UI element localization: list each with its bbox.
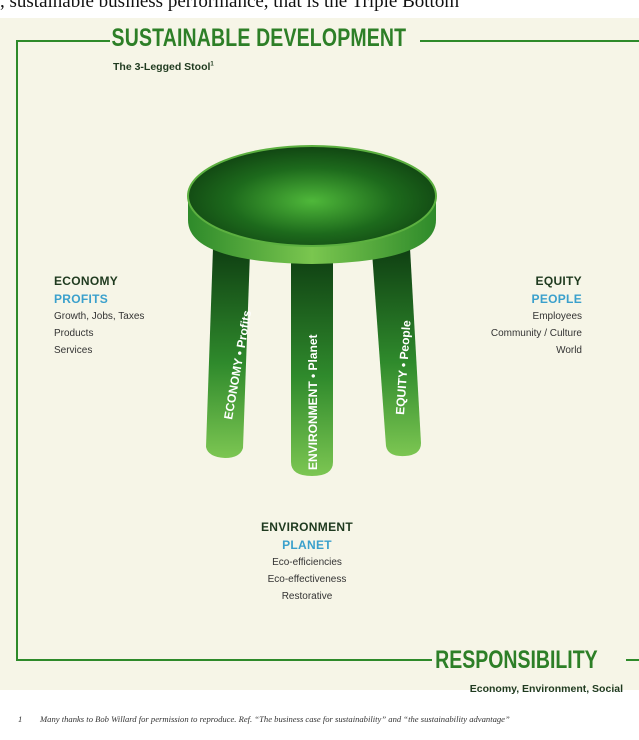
frame-top-line-right: [420, 40, 639, 42]
diagram-title: SUSTAINABLE DEVELOPMENT: [110, 24, 408, 53]
economy-heading: ECONOMY: [54, 274, 119, 288]
footnote-text: Many thanks to Bob Willard for permissio…: [40, 714, 510, 724]
economy-item: Products: [54, 328, 94, 339]
header-text: , sustainable business performance, that…: [0, 0, 460, 12]
footnote: 1 Many thanks to Bob Willard for permissi…: [18, 714, 638, 724]
leg-right-label: EQUITY • People: [393, 319, 414, 415]
leg-middle: [291, 255, 333, 476]
economy-subheading: PROFITS: [54, 292, 109, 306]
equity-item: Employees: [532, 311, 582, 322]
responsibility-title: RESPONSIBILITY: [432, 646, 601, 675]
frame-bottom-line: [16, 659, 436, 661]
equity-item: Community / Culture: [490, 328, 582, 339]
environment-subheading: PLANET: [282, 538, 332, 552]
frame-top-line-left: [16, 40, 116, 42]
environment-item: Eco-efficiencies: [272, 557, 342, 568]
leg-right: [372, 248, 421, 457]
frame-bottom-line-right: [626, 659, 639, 661]
environment-item: Restorative: [281, 591, 333, 602]
equity-heading: EQUITY: [535, 274, 582, 288]
responsibility-subtitle: Economy, Environment, Social: [469, 683, 623, 695]
equity-item: World: [556, 345, 582, 356]
environment-heading: ENVIRONMENT: [261, 520, 353, 534]
environment-block: ENVIRONMENT PLANET Eco-efficiencies Eco-…: [232, 518, 382, 605]
leg-middle-label: ENVIRONMENT • Planet: [306, 334, 320, 470]
seat-top: [188, 146, 436, 246]
economy-item: Growth, Jobs, Taxes: [54, 311, 145, 322]
environment-item: Eco-effectiveness: [267, 574, 347, 585]
equity-block: EQUITY PEOPLE Employees Community / Cult…: [432, 272, 582, 359]
equity-subheading: PEOPLE: [531, 292, 582, 306]
leg-left: [206, 248, 250, 458]
economy-block: ECONOMY PROFITS Growth, Jobs, Taxes Prod…: [54, 272, 214, 359]
economy-item: Services: [54, 345, 93, 356]
footnote-number: 1: [18, 714, 23, 724]
frame-left-line: [16, 40, 18, 661]
diagram-subtitle: The 3-Legged Stool1: [113, 61, 214, 73]
